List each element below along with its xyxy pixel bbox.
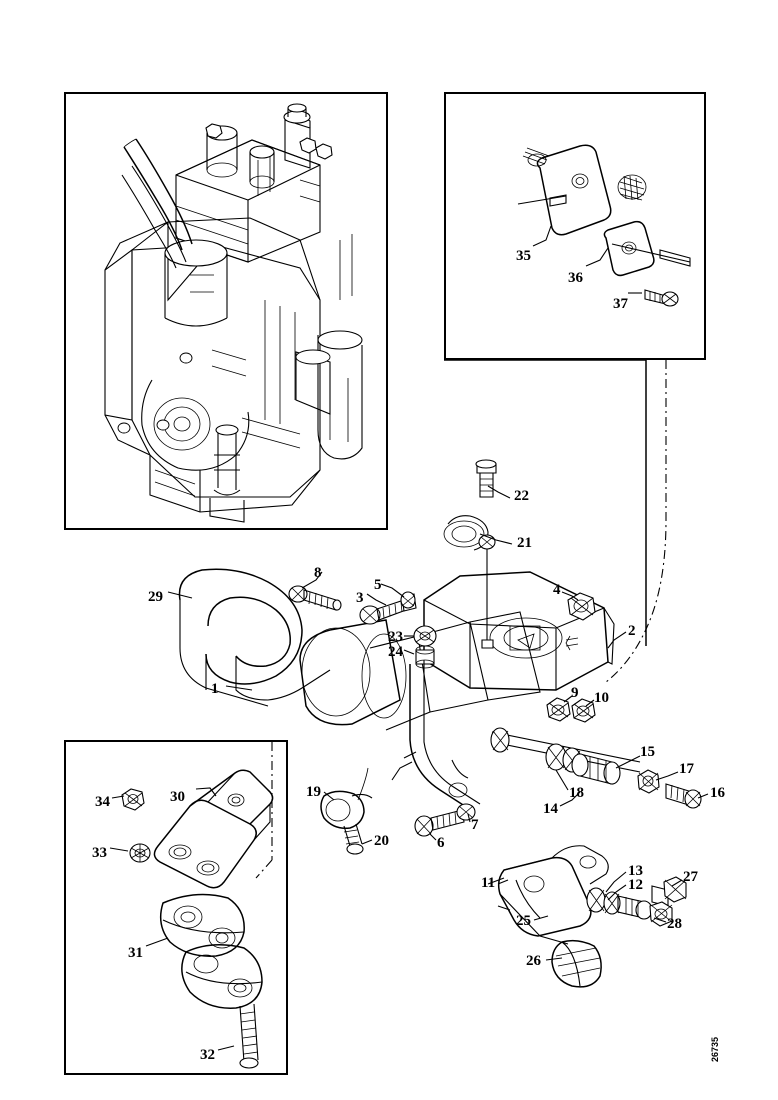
main-assembly-drawing [167, 359, 709, 988]
inset-sensor-bracket-detail [444, 92, 706, 360]
callout-12: 12 [628, 877, 643, 893]
callout-13: 13 [628, 863, 643, 879]
callout-24: 24 [388, 644, 403, 660]
callout-31: 31 [128, 945, 143, 961]
callout-21: 21 [517, 535, 532, 551]
callout-29: 29 [148, 589, 163, 605]
callout-5: 5 [374, 577, 382, 593]
callout-35: 35 [516, 248, 531, 264]
drawing-number: 26735 [710, 1036, 720, 1062]
inset-engine-mount-detail [64, 740, 288, 1075]
callout-34: 34 [95, 794, 110, 810]
sensor-bracket-drawing [517, 144, 691, 307]
callout-33: 33 [92, 845, 107, 861]
callout-19: 19 [306, 784, 321, 800]
engine-mount-drawing [109, 742, 274, 1069]
callout-37: 37 [613, 296, 628, 312]
callout-17: 17 [679, 761, 694, 777]
callout-15: 15 [640, 744, 655, 760]
callout-30: 30 [170, 789, 185, 805]
callout-23: 23 [388, 629, 403, 645]
callout-14: 14 [543, 801, 558, 817]
callout-16: 16 [710, 785, 725, 801]
callout-27: 27 [683, 869, 698, 885]
callout-18: 18 [569, 785, 584, 801]
callout-3: 3 [356, 590, 364, 606]
callout-2: 2 [628, 623, 636, 639]
callout-36: 36 [568, 270, 583, 286]
callout-32: 32 [200, 1047, 215, 1063]
callout-9: 9 [571, 685, 579, 701]
callout-26: 26 [526, 953, 541, 969]
callout-7: 7 [471, 817, 479, 833]
callout-11: 11 [481, 875, 496, 891]
callout-6: 6 [437, 835, 445, 851]
callout-10: 10 [594, 690, 609, 706]
callout-8: 8 [314, 565, 322, 581]
callout-20: 20 [374, 833, 389, 849]
callout-28: 28 [667, 916, 682, 932]
callout-22: 22 [514, 488, 529, 504]
inset-pump-assembly-detail [64, 92, 388, 530]
callout-1: 1 [211, 681, 219, 697]
callout-25: 25 [516, 913, 531, 929]
pump-assembly-drawing [104, 103, 363, 523]
callout-4: 4 [553, 582, 561, 598]
